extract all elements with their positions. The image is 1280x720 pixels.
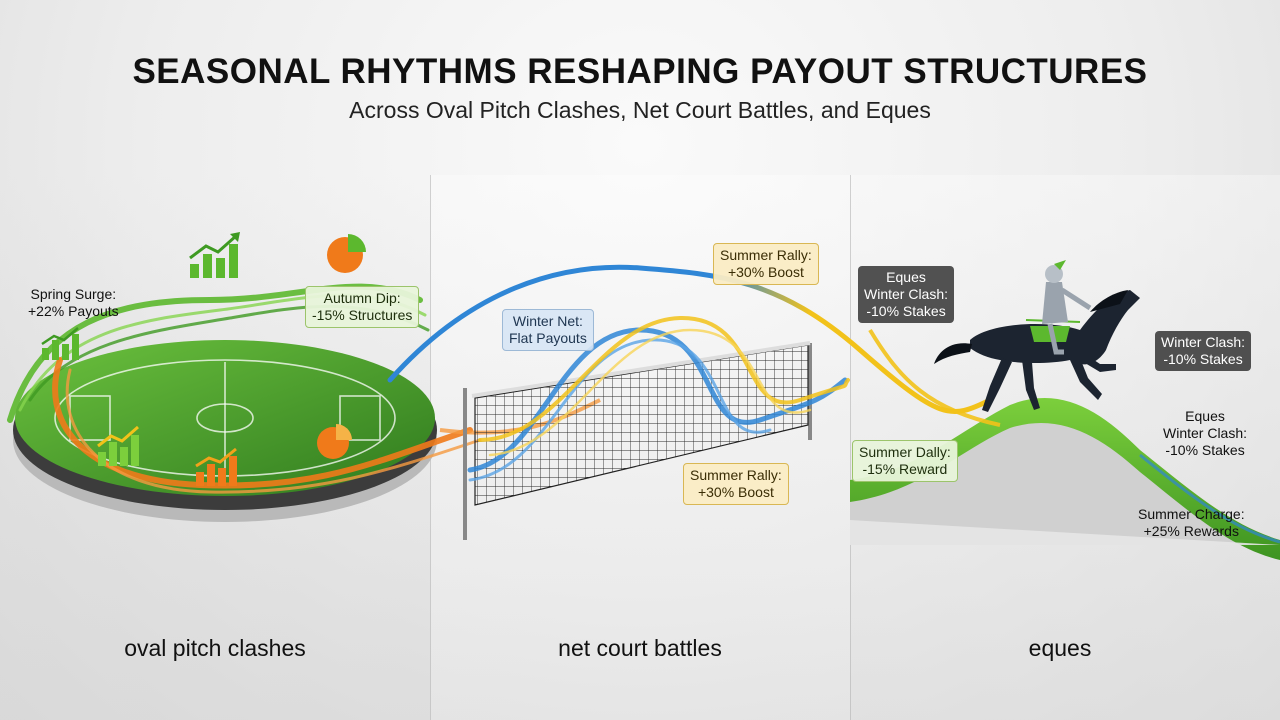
summer-rally-label-top: Summer Rally: +30% Boost [713, 243, 819, 285]
spring-surge-label: Spring Surge: +22% Payouts [28, 286, 119, 319]
summer-rally-label-bottom: Summer Rally: +30% Boost [683, 463, 789, 505]
winter-net-label: Winter Net: Flat Payouts [502, 309, 594, 351]
eques-winter-clash-label-top: Eques Winter Clash: -10% Stakes [858, 266, 955, 323]
pie-chart-icon [317, 424, 352, 459]
panel-divider [850, 175, 851, 720]
eques-winter-clash-label-mid: Eques Winter Clash: -10% Stakes [1163, 408, 1248, 458]
caption-eques: eques [1028, 635, 1092, 661]
eques-hill [850, 397, 1280, 560]
bar-chart-up-icon [195, 447, 237, 486]
winter-clash-label-right: Winter Clash: -10% Stakes [1155, 331, 1252, 371]
summer-dally-label: Summer Dally: -15% Reward [852, 440, 958, 482]
page-subtitle: Across Oval Pitch Clashes, Net Court Bat… [349, 97, 931, 123]
horse-rider-icon [934, 260, 1140, 412]
bar-chart-up-icon [189, 232, 240, 278]
autumn-dip-label: Autumn Dip: -15% Structures [305, 286, 420, 328]
caption-oval-pitch: oval pitch clashes [124, 635, 306, 661]
page-title: SEASONAL RHYTHMS RESHAPING PAYOUT STRUCT… [132, 52, 1148, 91]
pie-chart-icon [327, 234, 366, 273]
blue-yellow-wave-ribbons [467, 315, 850, 482]
summer-charge-label: Summer Charge: +25% Rewards [1138, 506, 1245, 539]
bar-chart-up-icon [41, 327, 79, 360]
bar-chart-up-icon [97, 425, 139, 466]
caption-net-court: net court battles [558, 635, 722, 661]
